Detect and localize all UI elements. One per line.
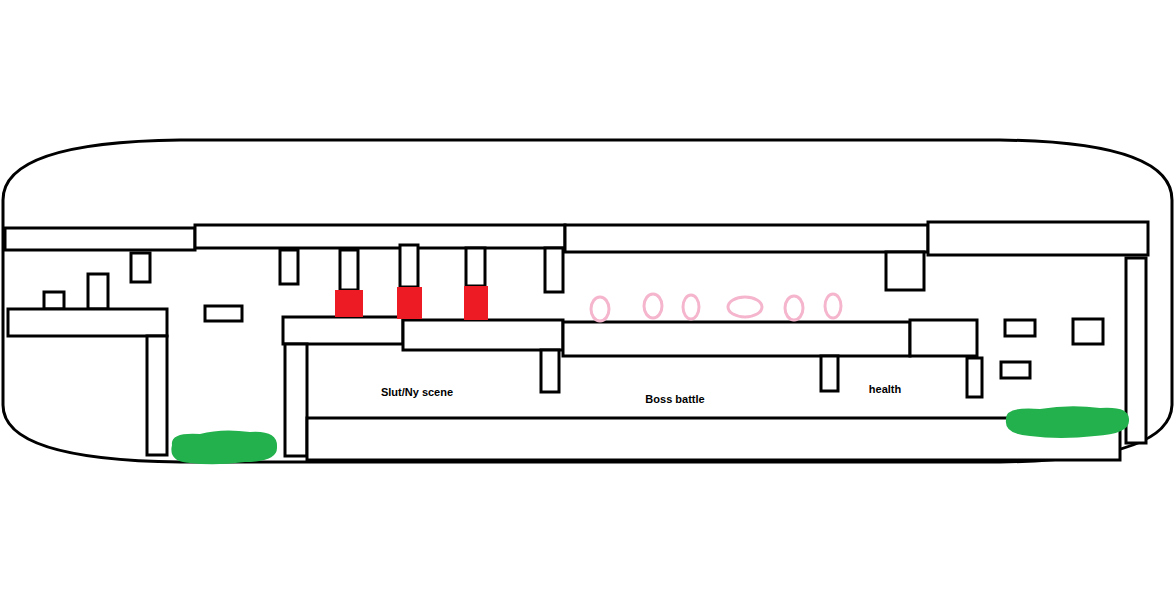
- hazard-block: [335, 290, 363, 317]
- platform: [283, 317, 403, 344]
- floating-block: [1001, 362, 1030, 378]
- ceiling-block: [928, 222, 1148, 255]
- hanging-block: [340, 250, 358, 290]
- hanging-block: [545, 248, 563, 292]
- floating-block: [1073, 319, 1103, 344]
- platform: [563, 322, 910, 356]
- hanging-block: [967, 358, 982, 397]
- floating-block: [205, 306, 242, 321]
- step-block: [88, 274, 108, 309]
- ceiling-block: [5, 228, 195, 250]
- floating-block: [1005, 320, 1035, 336]
- step-block: [44, 292, 64, 309]
- pickup-ring: [591, 297, 609, 321]
- pickup-ring: [644, 294, 662, 318]
- pickup-ring: [825, 294, 841, 318]
- hanging-block: [541, 350, 559, 392]
- hanging-block: [466, 248, 485, 286]
- area-label: Boss battle: [645, 393, 704, 406]
- pillar: [1126, 258, 1146, 443]
- hanging-block: [400, 245, 418, 287]
- hanging-block: [131, 253, 150, 282]
- bush: [171, 430, 277, 464]
- hazard-block: [464, 286, 488, 320]
- ceiling-block: [565, 225, 928, 252]
- level-capsule: [3, 140, 1172, 462]
- hanging-block: [280, 250, 298, 284]
- hanging-block: [821, 356, 838, 391]
- area-label: Slut/Ny scene: [381, 386, 453, 399]
- area-label: health: [869, 383, 901, 396]
- bush: [1006, 406, 1129, 438]
- pickup-ring: [683, 295, 699, 319]
- pickup-ring: [728, 297, 762, 317]
- hazard-block: [397, 287, 422, 319]
- hanging-block: [886, 252, 924, 290]
- floor: [307, 418, 1120, 460]
- platform: [403, 320, 563, 350]
- platform: [910, 320, 977, 356]
- pillar: [147, 336, 167, 455]
- ceiling-block: [195, 225, 565, 248]
- pillar: [285, 344, 307, 456]
- platform: [8, 309, 167, 336]
- pickup-ring: [785, 296, 803, 320]
